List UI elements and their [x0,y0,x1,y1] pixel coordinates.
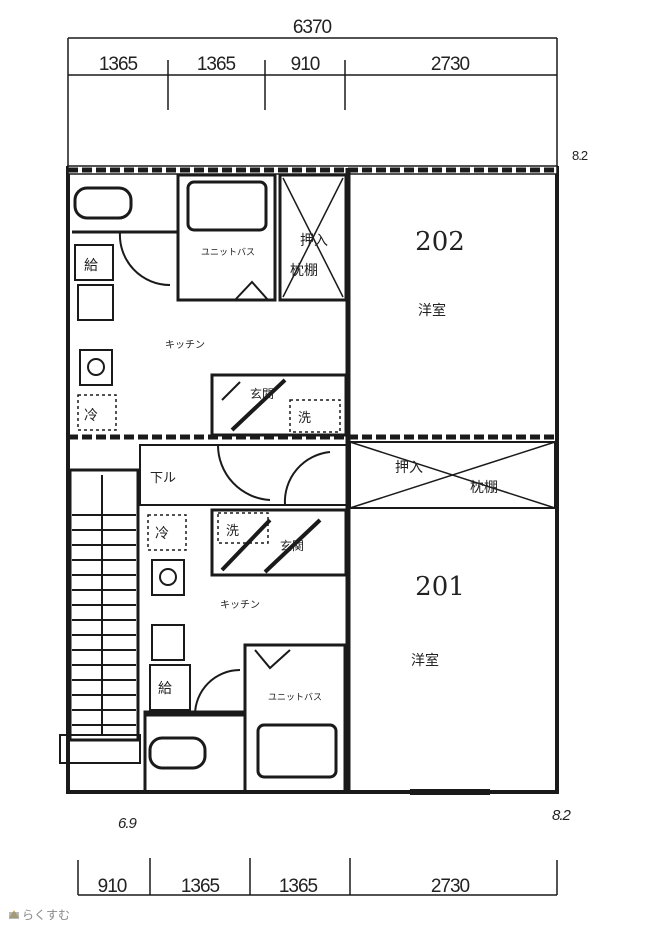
dim-top-3: 910 [291,54,320,75]
bath-label-201: ユニットバス [268,692,322,703]
dim-top-4: 2730 [431,54,470,75]
unit-number-202: 202 [415,227,465,257]
side-mark-left-bottom: 6.9 [118,815,138,832]
toilet-icon [73,186,133,220]
water-heater-label-202: 給 [84,258,98,274]
dim-bottom-3: 1365 [279,876,318,897]
toilet-icon [148,736,207,770]
unit-number-201: 201 [415,572,465,602]
side-mark-right-top: 8.2 [572,148,588,163]
unit-202: ユニットバス 押入 枕棚 給 冷 キッチン 玄関 洗 202 洋室 [72,173,465,437]
dim-top-1: 1365 [99,54,138,75]
washer-label-201: 洗 [226,524,239,539]
closet-label-201: 押入 [395,460,423,476]
staircase [68,468,140,742]
hall-label-201: 下ル [150,471,176,486]
entrance-label-202: 玄関 [250,386,274,401]
watermark-logo: らくすむ [9,908,70,922]
bottom-dimensions: 6.9 8.2 910 1365 1365 2730 [77,807,573,897]
top-dimensions: 6370 1365 1365 910 2730 8.2 [67,17,589,168]
unit-201: 下ル 洗 玄関 冷 給 キッチン ユニットバス 201 洋室 [59,444,490,795]
room-label-201: 洋室 [411,652,439,669]
bathtub-icon [186,180,268,232]
water-heater-label-201: 給 [158,681,172,697]
stove-icon [151,559,185,596]
fridge-label-201: 冷 [155,526,169,542]
stove-icon [79,349,113,386]
bath-label-202: ユニットバス [201,247,255,258]
closet-label-202: 押入 [300,233,328,249]
closet-201: 押入 枕棚 [349,441,556,509]
bathtub-icon [256,723,338,779]
shelf-label-202: 枕棚 [290,263,318,279]
closet-shelf-label-201: 枕棚 [470,480,498,496]
room-label-202: 洋室 [418,302,446,319]
fridge-label-202: 冷 [84,408,98,424]
washer-label-202: 洗 [298,411,311,426]
door-swing-icon [118,231,171,287]
dim-top-2: 1365 [197,54,236,75]
dim-bottom-4: 2730 [431,876,470,897]
kitchen-label-202: キッチン [165,339,205,351]
door-swing-icon [194,669,241,716]
entrance-label-201: 玄関 [280,538,304,553]
total-width-label: 6370 [293,17,332,38]
watermark-text: らくすむ [22,908,70,922]
kitchen-label-201: キッチン [220,599,260,611]
side-mark-right-bottom: 8.2 [552,807,572,824]
dim-bottom-1: 910 [98,876,127,897]
dim-bottom-2: 1365 [181,876,220,897]
